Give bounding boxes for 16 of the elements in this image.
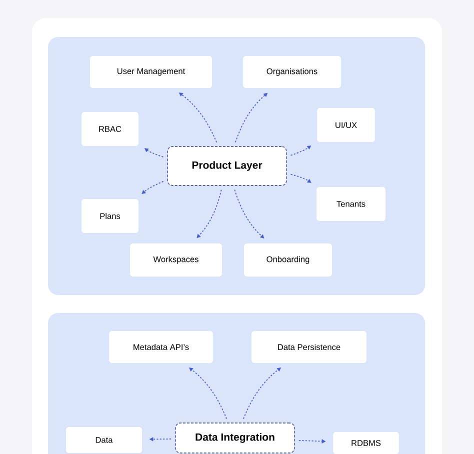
module-box: Data Persistence	[252, 331, 366, 363]
module-box: RBAC	[82, 112, 138, 146]
arrow	[290, 174, 312, 183]
module-box: Tenants	[316, 187, 386, 221]
module-box: User Management	[90, 56, 212, 88]
module-box: Plans	[82, 199, 138, 233]
module-box: Workspaces	[130, 244, 222, 276]
hub-box: Product Layer	[167, 146, 287, 186]
module-box: Data	[66, 427, 142, 453]
module-box: Metadata API’s	[109, 331, 213, 363]
module-box: Organisations	[243, 56, 341, 88]
arrow	[234, 189, 264, 238]
module-box: RDBMS	[333, 432, 399, 454]
module-box: UI/UX	[317, 108, 375, 142]
hub-box: Data Integration	[175, 422, 295, 454]
module-box: Onboarding	[244, 244, 332, 276]
